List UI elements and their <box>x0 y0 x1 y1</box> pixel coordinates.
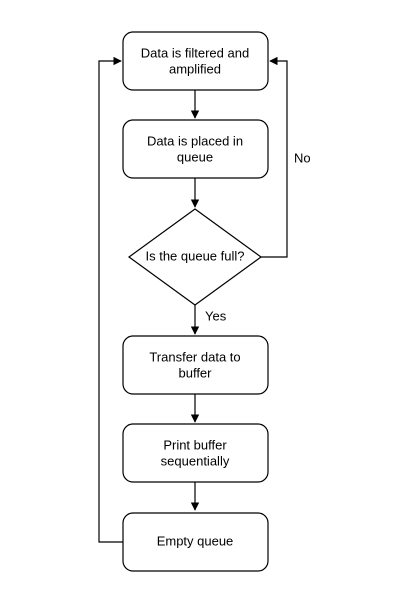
node-place-in-queue: Data is placed in queue <box>122 119 269 179</box>
node-print-buffer: Print buffer sequentially <box>122 423 269 483</box>
node-print-buffer-line-2: sequentially <box>161 453 230 468</box>
node-empty-queue-box <box>122 512 269 572</box>
edge-label-yes: Yes <box>205 308 227 323</box>
node-place-in-queue-box <box>122 119 269 179</box>
node-filter-amplify: Data is filtered and amplified <box>122 31 269 91</box>
node-transfer-buffer-box <box>122 335 269 395</box>
node-print-buffer-box <box>122 423 269 483</box>
node-queue-full-diamond <box>127 208 263 306</box>
node-filter-amplify-box <box>122 31 269 91</box>
node-transfer-buffer: Transfer data to buffer <box>122 335 269 395</box>
node-transfer-buffer-line-1: Transfer data to <box>149 349 240 364</box>
node-queue-full-label: Is the queue full? <box>145 248 244 263</box>
node-filter-amplify-line-2: amplified <box>169 61 221 76</box>
node-queue-full-decision: Is the queue full? <box>127 208 263 306</box>
node-empty-queue-line-1: Empty queue <box>157 533 234 548</box>
node-place-in-queue-line-1: Data is placed in <box>147 133 243 148</box>
edge-decision-to-filter-no <box>261 56 288 258</box>
nodes: Data is filtered and amplified Data is p… <box>122 31 269 572</box>
node-place-in-queue-line-2: queue <box>177 149 213 164</box>
node-print-buffer-line-1: Print buffer <box>163 437 227 452</box>
edge-empty-to-filter-loop <box>98 56 123 543</box>
node-empty-queue: Empty queue <box>122 512 269 572</box>
edge-label-no: No <box>294 150 311 165</box>
edges: Yes No <box>98 56 311 543</box>
node-transfer-buffer-line-2: buffer <box>178 365 212 380</box>
node-filter-amplify-line-1: Data is filtered and <box>141 45 249 60</box>
